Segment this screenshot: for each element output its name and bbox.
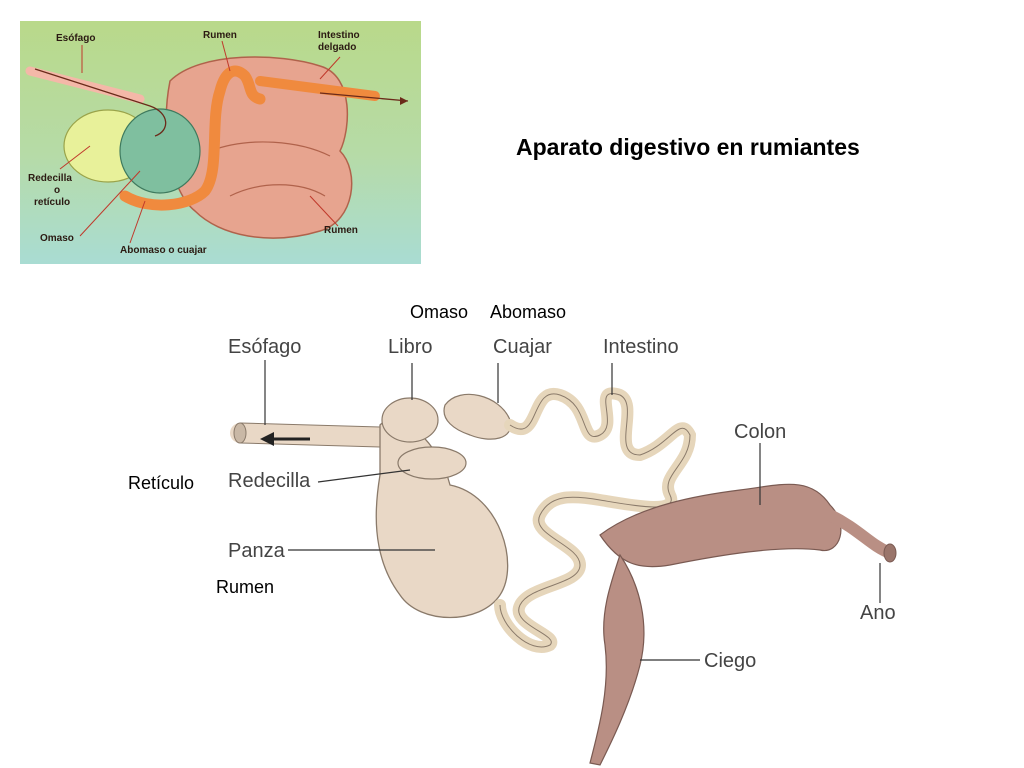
label-reticulo: retículo <box>34 197 70 208</box>
esophagus-arrow-head <box>260 432 274 446</box>
label-intestino: Intestino <box>318 30 360 41</box>
label-ano: Ano <box>860 602 896 624</box>
rumen-fold <box>209 141 331 197</box>
leader-omaso <box>79 170 141 237</box>
flow-arrow-out <box>319 92 409 102</box>
leader-intestino <box>319 56 341 80</box>
flow-arrow <box>34 68 167 137</box>
small-intestine-tube <box>255 76 380 101</box>
label-esofago: Esófago <box>56 33 95 44</box>
label-esofago: Esófago <box>228 336 301 358</box>
cecum-ciego-shape <box>589 553 645 766</box>
ruminant-stomach-color-diagram: Esófago Rumen Intestino delgado Redecill… <box>20 21 421 264</box>
label-cuajar: Cuajar <box>493 336 552 358</box>
label-panza: Panza <box>228 540 286 562</box>
label-omaso: Omaso <box>40 233 74 244</box>
esophagus-opening <box>233 422 247 444</box>
omasum-libro-shape <box>381 397 439 443</box>
abomasum-cuajar-shape <box>443 393 512 440</box>
label-redecilla: Redecilla <box>228 470 311 492</box>
label-o: o <box>54 185 60 196</box>
label-redecilla: Redecilla <box>28 173 72 184</box>
label-abomaso: Abomaso o cuajar <box>120 245 207 256</box>
arrow-head <box>400 97 408 105</box>
label-libro: Libro <box>388 336 432 358</box>
leader-rumen-top <box>221 40 231 72</box>
slide-label-omaso: Omaso <box>410 302 469 322</box>
label-rumen-bottom: Rumen <box>324 225 358 236</box>
omasum-shape <box>119 108 201 194</box>
label-intestino: Intestino <box>603 336 679 358</box>
abomasum-tube <box>119 65 266 211</box>
reticulum-redecilla-shape <box>397 446 467 480</box>
label-delgado: delgado <box>318 42 356 53</box>
leader-redecilla <box>59 145 91 170</box>
page-title: Aparato digestivo en rumiantes <box>516 134 860 160</box>
slide-label-abomaso: Abomaso <box>490 302 567 322</box>
slide-label-reticulo: Retículo <box>128 473 195 493</box>
colon-shape <box>599 483 842 568</box>
label-colon: Colon <box>734 421 786 443</box>
leader-abomaso <box>129 200 146 244</box>
leader-redecilla <box>317 469 411 483</box>
ruminant-digestive-tract-diagram: Esófago Libro Cuajar Intestino Colon Red… <box>228 336 897 766</box>
small-intestine-outline <box>499 392 691 648</box>
label-rumen-top: Rumen <box>203 30 237 41</box>
esophagus-outline <box>239 422 381 448</box>
anus-opening <box>883 543 897 563</box>
label-ciego: Ciego <box>704 650 756 672</box>
slide-label-rumen: Rumen <box>216 577 275 597</box>
esophagus-tube <box>230 423 390 447</box>
leader-rumen-bottom <box>309 195 339 227</box>
